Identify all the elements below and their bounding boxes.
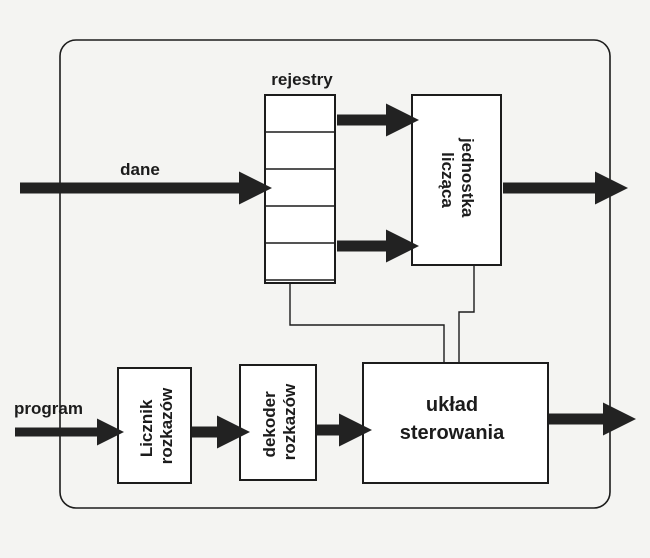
alu-control-line: [458, 265, 475, 363]
register-control-line: [289, 283, 445, 363]
instruction-decoder-block: [239, 364, 317, 481]
processor-frame: [59, 39, 611, 509]
alu-label-line1: jednostka: [458, 137, 477, 218]
control-unit-block: [362, 362, 549, 484]
data-input-label: dane: [120, 160, 160, 179]
alu-label-line2: licząca: [438, 152, 457, 208]
alu-block: [411, 94, 502, 266]
instruction-counter-label: Licznik rozkazów: [137, 387, 176, 464]
instruction-decoder-line1: dekoder: [260, 391, 279, 458]
instruction-counter-block: [117, 367, 192, 484]
instruction-counter-line1: Licznik: [137, 399, 156, 457]
control-unit-label-line2: sterowania: [400, 422, 505, 444]
alu-label: jednostka licząca: [438, 137, 477, 222]
instruction-decoder-line2: rozkazów: [280, 383, 299, 460]
registers-label: rejestry: [271, 70, 333, 89]
program-input-label: program: [14, 399, 83, 418]
instruction-counter-line2: rozkazów: [157, 387, 176, 464]
register-block: [264, 94, 336, 284]
control-unit-label-line1: układ: [426, 394, 478, 416]
register-dividers: [265, 131, 335, 281]
register-stack: [264, 94, 336, 284]
instruction-decoder-label: dekoder rozkazów: [260, 383, 299, 460]
